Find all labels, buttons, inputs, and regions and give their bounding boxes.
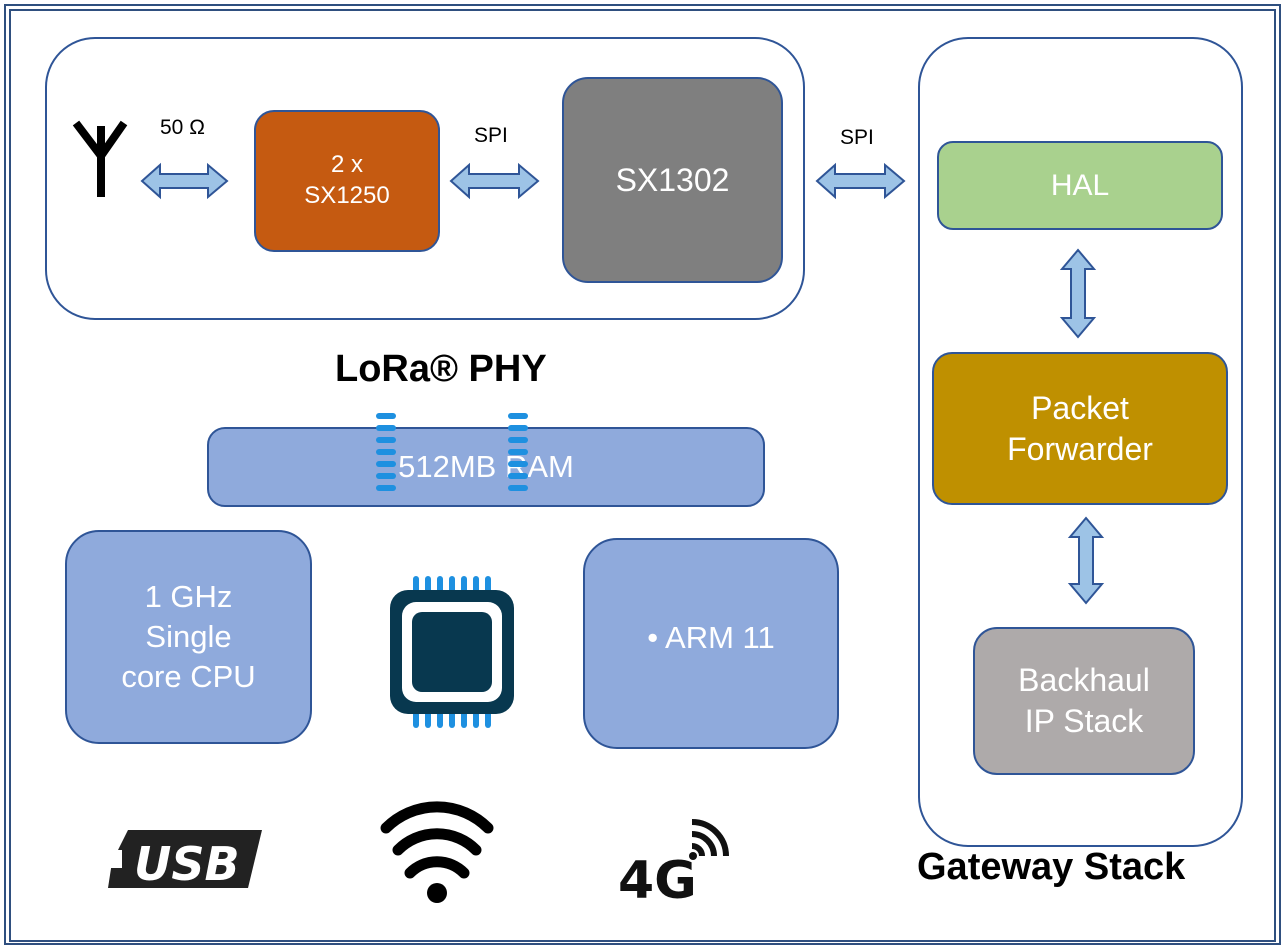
cpu-line3: core CPU <box>121 658 256 694</box>
antenna-icon <box>72 120 128 197</box>
arrow-concentrator-hal <box>815 162 906 200</box>
ram-label: 512MB RAM <box>398 449 574 484</box>
gateway-stack-title: Gateway Stack <box>917 846 1186 888</box>
chip-pin <box>376 425 396 431</box>
spi-label-1: SPI <box>474 124 508 147</box>
cellular-text: 4G <box>618 851 697 911</box>
concentrator-sx1302-box: SX1302 <box>562 77 783 283</box>
antenna-link-label: 50 Ω <box>160 116 205 139</box>
hal-box: HAL <box>937 141 1223 230</box>
chip-pin <box>376 485 396 491</box>
arrow-forwarder-backhaul <box>1067 516 1105 605</box>
backhaul-line1: Backhaul <box>1018 662 1150 699</box>
chip-pin <box>508 473 528 479</box>
chip-pin <box>376 473 396 479</box>
inner-frame <box>9 9 1276 942</box>
radio-sx1250-box: 2 x SX1250 <box>254 110 440 252</box>
chip-pin <box>508 461 528 467</box>
radio-line1: 2 x <box>330 151 363 179</box>
chip-pin <box>376 449 396 455</box>
forwarder-line2: Forwarder <box>1007 430 1153 467</box>
arrow-hal-forwarder <box>1059 248 1097 339</box>
hal-label: HAL <box>1050 168 1110 202</box>
lora-phy-title: LoRa® PHY <box>335 348 547 390</box>
chip-pin <box>508 425 528 431</box>
spi-label-2: SPI <box>840 126 874 149</box>
backhaul-line2: IP Stack <box>1024 703 1144 739</box>
chip-pin <box>508 437 528 443</box>
cpu-box: 1 GHz Single core CPU <box>65 530 312 744</box>
chip-pin <box>508 449 528 455</box>
ram-box: 512MB RAM <box>207 427 765 507</box>
arrow-radio-concentrator <box>449 162 540 200</box>
backhaul-ip-stack-box: Backhaul IP Stack <box>973 627 1195 775</box>
chip-pin <box>376 437 396 443</box>
chip-pin <box>376 413 396 419</box>
radio-line2: SX1250 <box>304 182 390 209</box>
packet-forwarder-box: Packet Forwarder <box>932 352 1228 505</box>
outer-frame <box>4 4 1281 945</box>
cpu-line2: Single <box>145 619 232 655</box>
arm-box: • ARM 11 <box>583 538 839 749</box>
chip-pin <box>376 461 396 467</box>
concentrator-label: SX1302 <box>615 161 730 198</box>
chip-pin <box>508 413 528 419</box>
arm-label: • ARM 11 <box>647 620 775 655</box>
arrow-antenna-radio <box>140 162 229 200</box>
chip-pin <box>508 485 528 491</box>
cpu-line1: 1 GHz <box>144 579 233 615</box>
usb-text: USB <box>134 837 240 891</box>
forwarder-line1: Packet <box>1031 389 1129 426</box>
